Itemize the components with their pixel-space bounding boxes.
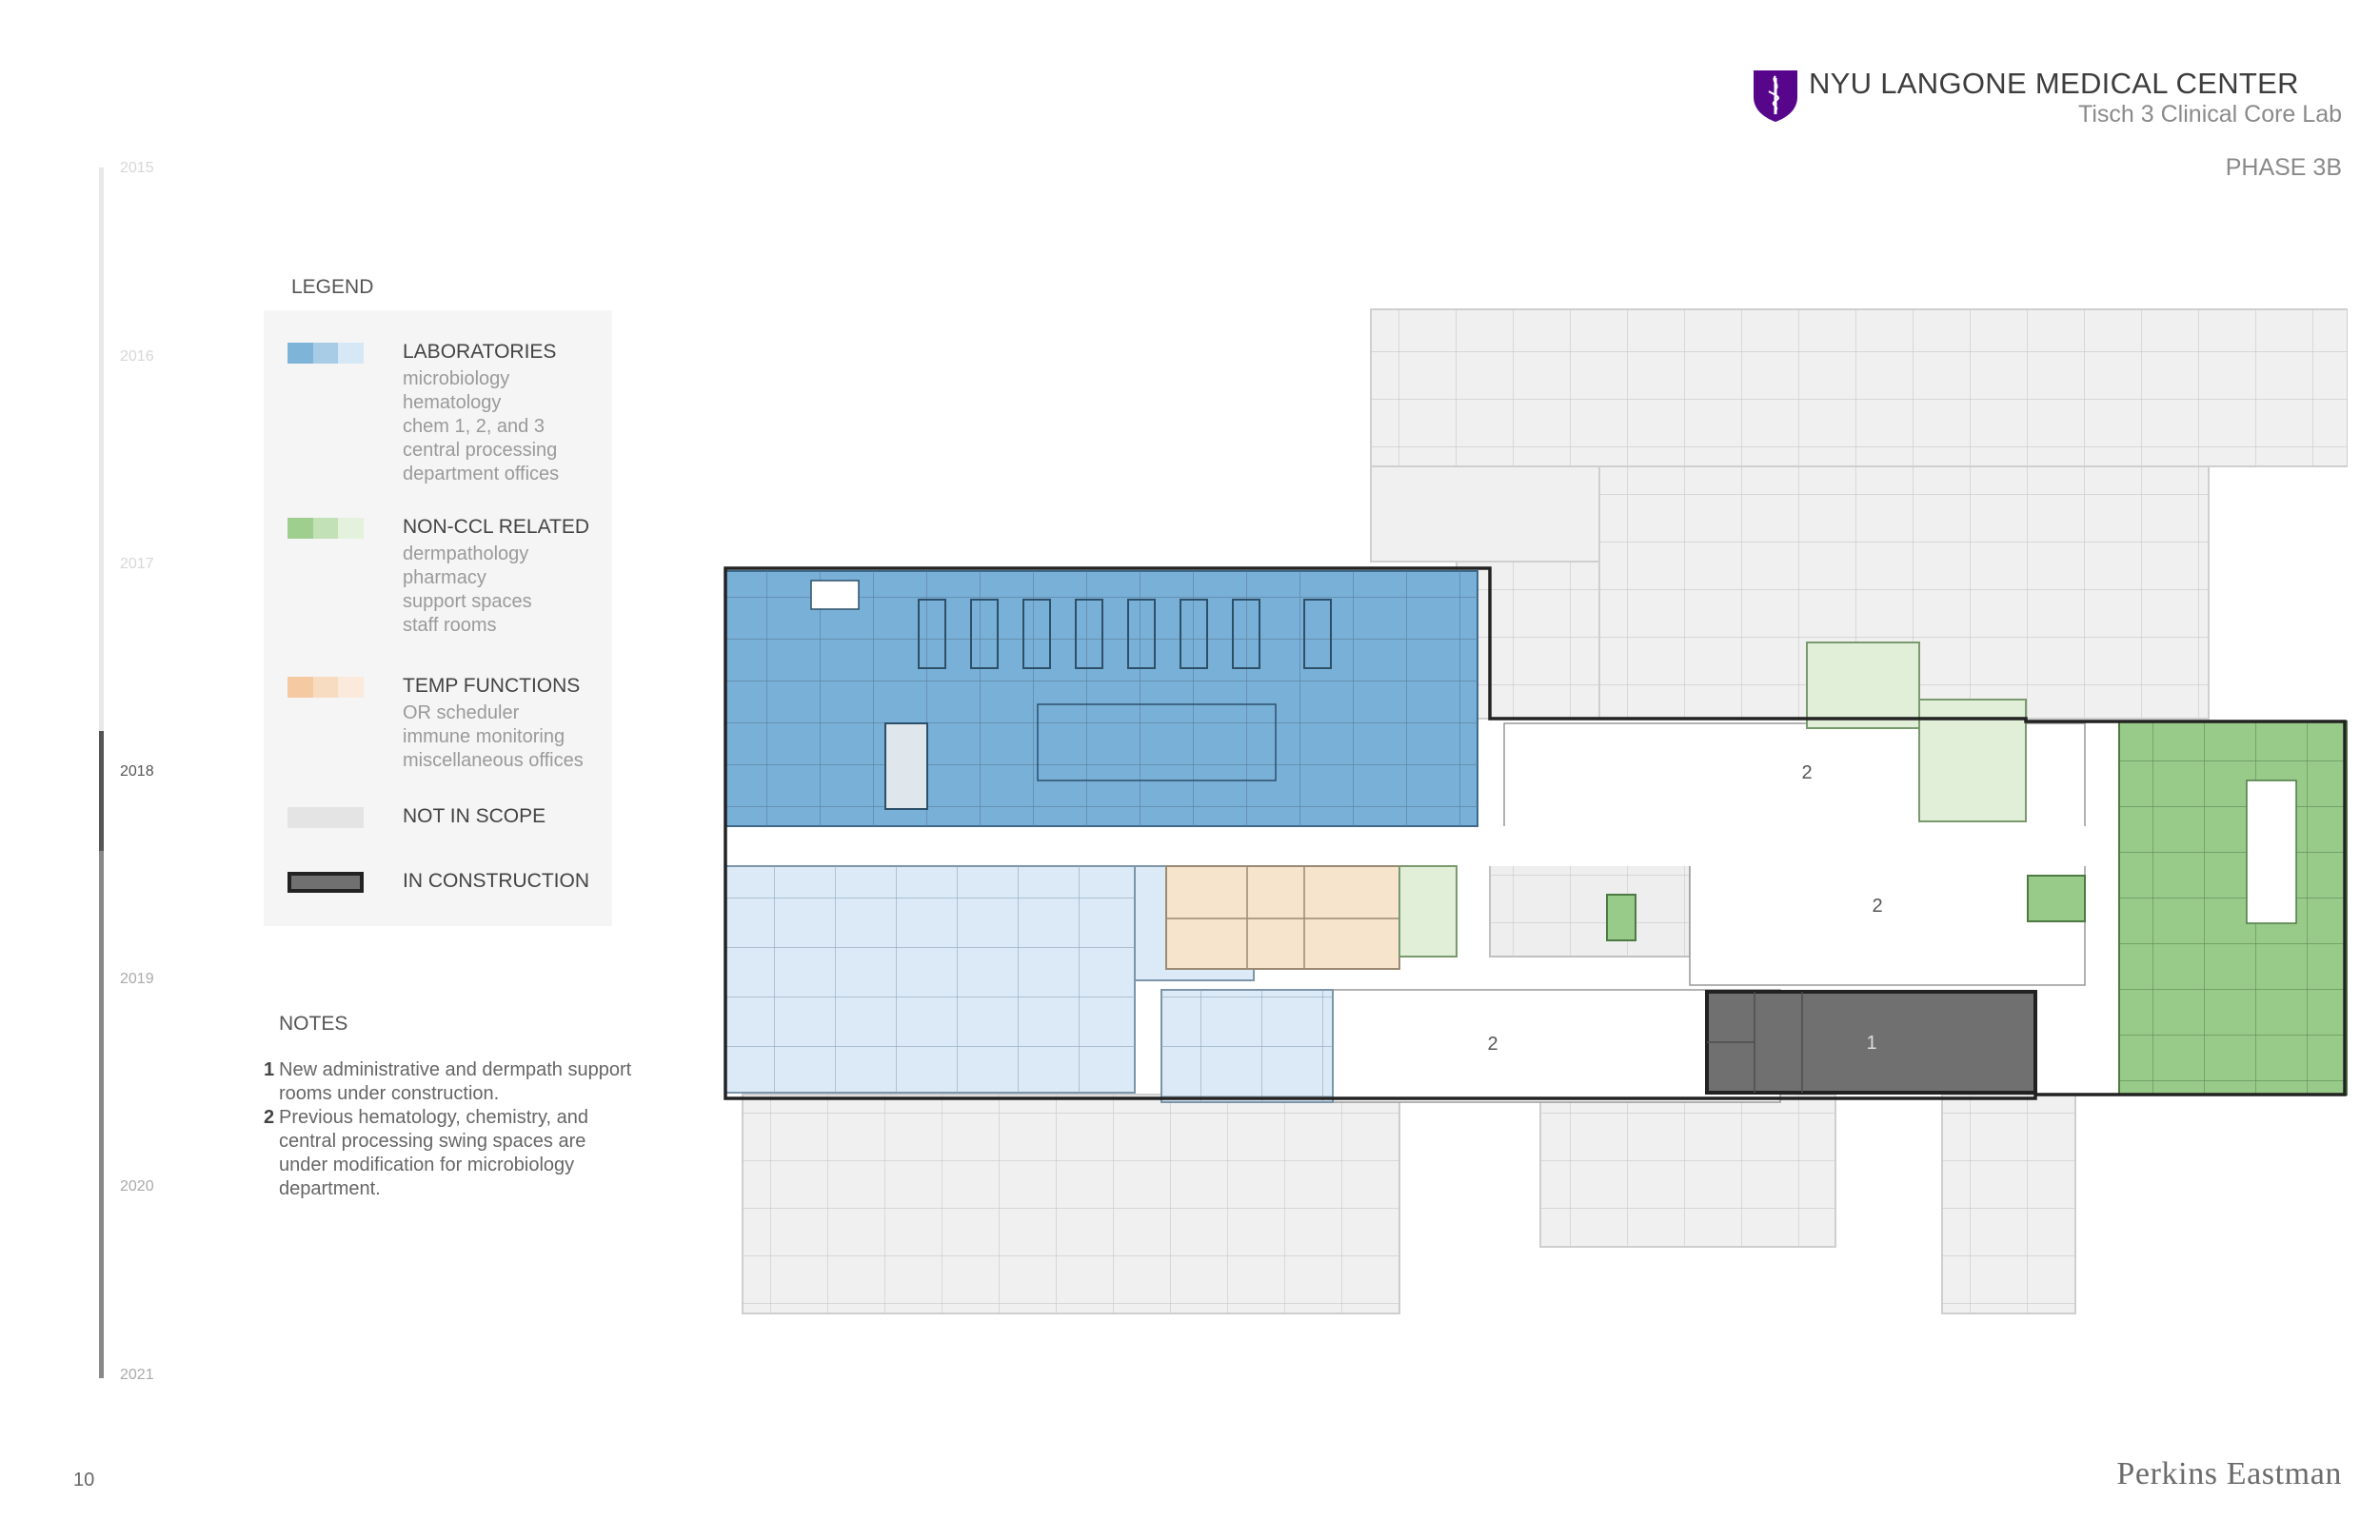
legend-item-laboratories: LABORATORIES microbiology hematology che… (288, 339, 602, 491)
org-name: NYU LANGONE MEDICAL CENTER (1809, 67, 2299, 100)
floor-plan-svg: 1 2 2 2 (724, 308, 2348, 1314)
note-number: 1 (264, 1059, 275, 1080)
legend-sub: microbiology (403, 368, 510, 389)
swatch-grey (288, 807, 364, 828)
timeline-year[interactable]: 2016 (120, 348, 154, 365)
legend-label: NOT IN SCOPE (403, 805, 546, 827)
laboratories-area (724, 570, 1478, 827)
legend-label: NON-CCL RELATED (403, 516, 590, 538)
legend-sub: central processing (403, 440, 558, 461)
legend-sub: support spaces (403, 591, 532, 612)
legend-swatch (288, 807, 364, 828)
legend-subs: dermpathology pharmacy support spaces st… (403, 543, 532, 638)
swatch-dark (288, 677, 313, 698)
phase-outline (724, 566, 2347, 1100)
legend-sub: hematology (403, 392, 502, 413)
legend-swatch (288, 343, 364, 364)
legend-swatch (288, 872, 364, 893)
legend-sub: OR scheduler (403, 702, 520, 723)
note-number: 2 (264, 1107, 275, 1128)
zone-label-swing: 2 (1801, 762, 1812, 783)
note-text: New administrative and dermpath support … (279, 1059, 632, 1104)
project-name: Tisch 3 Clinical Core Lab (2078, 101, 2342, 128)
note-text: Previous hematology, chemistry, and cent… (279, 1107, 588, 1199)
legend-item-non-ccl: NON-CCL RELATED dermpathology pharmacy s… (288, 514, 602, 647)
timeline-track-current (99, 731, 104, 851)
note-item: 2 Previous hematology, chemistry, and ce… (264, 1106, 635, 1201)
swatch-light (338, 677, 364, 698)
legend: LABORATORIES microbiology hematology che… (264, 310, 612, 926)
legend-label: LABORATORIES (403, 341, 557, 363)
notes: 1 New administrative and dermpath suppor… (264, 1058, 635, 1201)
legend-subs: microbiology hematology chem 1, 2, and 3… (403, 367, 559, 486)
timeline-year[interactable]: 2015 (120, 160, 154, 176)
note-item: 1 New administrative and dermpath suppor… (264, 1058, 635, 1106)
laboratories-light-area (724, 865, 1334, 1103)
zone-label-construction: 1 (1866, 1033, 1876, 1054)
timeline-year[interactable]: 2020 (120, 1178, 154, 1194)
notes-title: NOTES (279, 1013, 348, 1035)
swatch-mid (312, 343, 339, 364)
floor-plan: 1 2 2 2 (714, 305, 2348, 1323)
legend-sub: pharmacy (403, 567, 486, 588)
swatch-dark (288, 518, 313, 539)
timeline-year[interactable]: 2019 (120, 971, 154, 987)
legend-sub: dermpathology (403, 543, 529, 564)
legend-sub: chem 1, 2, and 3 (403, 416, 545, 437)
timeline-year[interactable]: 2021 (120, 1367, 154, 1383)
legend-label: TEMP FUNCTIONS (403, 675, 581, 697)
header: NYU LANGONE MEDICAL CENTER Tisch 3 Clini… (1752, 65, 2342, 188)
phase-label: PHASE 3B (2225, 154, 2342, 181)
legend-item-not-in-scope: NOT IN SCOPE (288, 803, 602, 841)
legend-swatch (288, 518, 364, 539)
swatch-light (338, 343, 364, 364)
swatch-mid (312, 677, 339, 698)
legend-item-in-construction: IN CONSTRUCTION (288, 868, 602, 906)
firm-logotype: Perkins Eastman (2116, 1456, 2342, 1491)
swatch-light (338, 518, 364, 539)
legend-sub: department offices (403, 464, 560, 484)
swatch-mid (312, 518, 339, 539)
legend-subs: OR scheduler immune monitoring miscellan… (403, 701, 584, 773)
legend-swatch (288, 677, 364, 698)
zone-label-swing: 2 (1487, 1034, 1497, 1055)
legend-item-temp-functions: TEMP FUNCTIONS OR scheduler immune monit… (288, 673, 602, 787)
legend-label: IN CONSTRUCTION (403, 870, 589, 892)
swatch-construction (291, 876, 360, 889)
timeline: 2015 2016 2017 2018 2019 2020 2021 (95, 160, 209, 1386)
in-construction-area (1705, 990, 2037, 1095)
timeline-year[interactable]: 2017 (120, 556, 154, 572)
swatch-dark (288, 343, 313, 364)
timeline-track-past (99, 168, 104, 731)
legend-title: LEGEND (291, 276, 374, 298)
temp-functions-area (1165, 865, 1400, 970)
page-number: 10 (73, 1470, 95, 1491)
legend-sub: immune monitoring (403, 726, 565, 747)
legend-sub: staff rooms (403, 615, 497, 636)
nyu-torch-shield-icon (1754, 70, 1797, 122)
legend-sub: miscellaneous offices (403, 750, 584, 771)
timeline-year-current[interactable]: 2018 (120, 763, 154, 780)
zone-label-swing: 2 (1872, 896, 1882, 917)
